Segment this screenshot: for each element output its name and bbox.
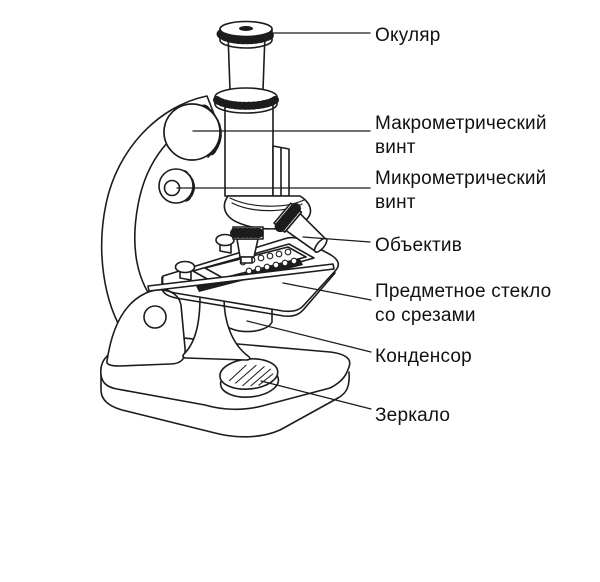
label-eyepiece: Окуляр: [375, 24, 441, 48]
label-slide: Предметное стекло со срезами: [375, 280, 551, 328]
label-fine-screw: Микрометрический винт: [375, 167, 546, 215]
body-tube-drawing: [224, 103, 290, 197]
objective-tilted-drawing: [273, 202, 328, 253]
collar-outline: [214, 96, 278, 114]
leader-lines: [176, 32, 372, 410]
label-fine-screw-line2: винт: [375, 192, 416, 213]
stage-drawing: [147, 233, 340, 318]
label-coarse-screw-line1: Макрометрический: [375, 113, 547, 134]
mirror-hatching: [228, 364, 274, 387]
objective-vertical-body: [236, 238, 259, 258]
eyepiece-band-outline: [219, 28, 273, 49]
coarse-knob-face: [163, 103, 221, 161]
label-fine-screw-line1: Микрометрический: [375, 168, 547, 189]
fine-knob-drawing: [158, 168, 195, 204]
label-mirror-text: Зеркало: [375, 405, 451, 426]
label-slide-line1: Предметное стекло: [375, 281, 552, 302]
leader-objective: [302, 236, 371, 243]
leg-outline: [182, 295, 251, 361]
stage-clip: [174, 260, 196, 281]
eyepiece-knurl-band: [216, 29, 276, 45]
label-condenser-text: Конденсор: [375, 346, 472, 367]
label-mirror: Зеркало: [375, 404, 450, 428]
leader-condenser: [246, 320, 372, 353]
pillar-drawing: [106, 289, 186, 367]
objective-vertical-drawing: [230, 226, 266, 264]
objective-vertical-tip: [240, 256, 253, 264]
stage-clip: [215, 233, 235, 254]
label-coarse-screw-line2: винт: [375, 137, 416, 158]
leader-mirror: [260, 380, 372, 410]
label-objective: Объектив: [375, 234, 462, 258]
pillar-bell: [106, 289, 186, 367]
collar-knurl-band: [213, 96, 279, 110]
body-tube: [224, 103, 274, 197]
leader-slide: [282, 282, 372, 301]
label-slide-line2: со срезами: [375, 305, 476, 326]
slide-holder-bar: [147, 263, 335, 292]
label-condenser: Конденсор: [375, 345, 472, 369]
label-coarse-screw: Макрометрический винт: [375, 112, 547, 160]
base-side-face: [100, 371, 350, 438]
coarse-knob-drawing: [163, 103, 222, 161]
eyepiece-lens-hole: [239, 26, 253, 31]
eyepiece-drawing: [216, 20, 276, 91]
stage-front-face: [161, 272, 336, 318]
leg-drawing: [182, 295, 251, 361]
label-objective-text: Объектив: [375, 235, 463, 256]
nosepiece-contour: [229, 197, 305, 207]
collar-drawing: [213, 87, 279, 114]
label-eyepiece-text: Окуляр: [375, 25, 441, 46]
pivot-hole: [143, 305, 167, 329]
slide-glass: [204, 246, 307, 279]
objective-tilted-knurl: [274, 202, 301, 233]
